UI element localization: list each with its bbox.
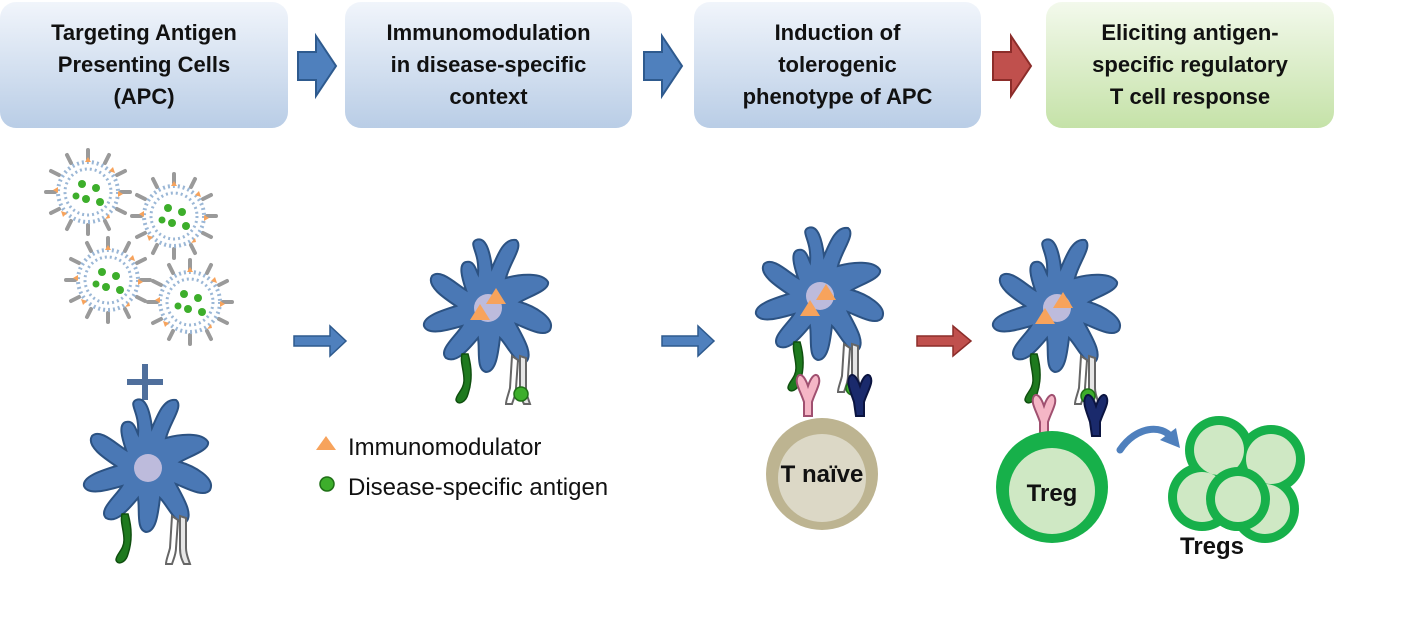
apc-loaded [422,238,553,405]
stage-targeting-apc: Targeting Antigen Presenting Cells (APC) [0,2,288,128]
antigen-marker [513,386,529,402]
immunomodulator-marker [486,288,506,304]
nanoparticle [44,148,132,236]
stage-arrow-1 [297,32,338,100]
apc-tolerogenic [754,226,885,396]
immunomodulator-marker [470,304,490,320]
treg-cell: Treg [996,431,1108,543]
t-naive-label: T naïve [781,461,864,488]
stage-arrow-2 [643,32,684,100]
plus-icon [127,364,163,400]
apc-treg-stage [991,238,1122,405]
flow-arrow-1 [293,324,348,358]
t-naive-cell: T naïve [766,418,878,530]
legend-immunomodulator: Immunomodulator [348,434,541,461]
treg-label: Treg [1027,480,1078,507]
immunomodulator-marker [1053,292,1073,308]
nanoparticle-cluster [44,148,234,346]
legend-antigen: Disease-specific antigen [348,474,608,501]
expansion-arrow [1116,425,1180,454]
tcr-naive [795,373,873,417]
nanoparticle [146,258,234,346]
immunomodulator-marker [1035,308,1055,324]
flow-arrow-3 [916,324,973,358]
stage-tolerogenic-induction: Induction of tolerogenic phenotype of AP… [694,2,981,128]
stage-treg-response: Eliciting antigen- specific regulatory T… [1046,2,1334,128]
tregs-cluster: Tregs [1168,416,1305,560]
flow-arrow-2 [661,324,716,358]
immunomodulator-marker [800,300,820,316]
nanoparticle [64,236,152,324]
stage-arrow-3 [992,32,1033,100]
nanoparticle [130,172,218,260]
antigen-legend-icon [319,476,335,492]
immunomodulator-legend-icon [316,436,336,450]
stage-immunomodulation: Immunomodulation in disease-specific con… [345,2,632,128]
immunomodulator-marker [816,284,836,300]
legend: Immunomodulator Disease-specific antigen [316,434,608,501]
apc-naive [82,398,213,565]
tregs-label: Tregs [1180,533,1244,560]
